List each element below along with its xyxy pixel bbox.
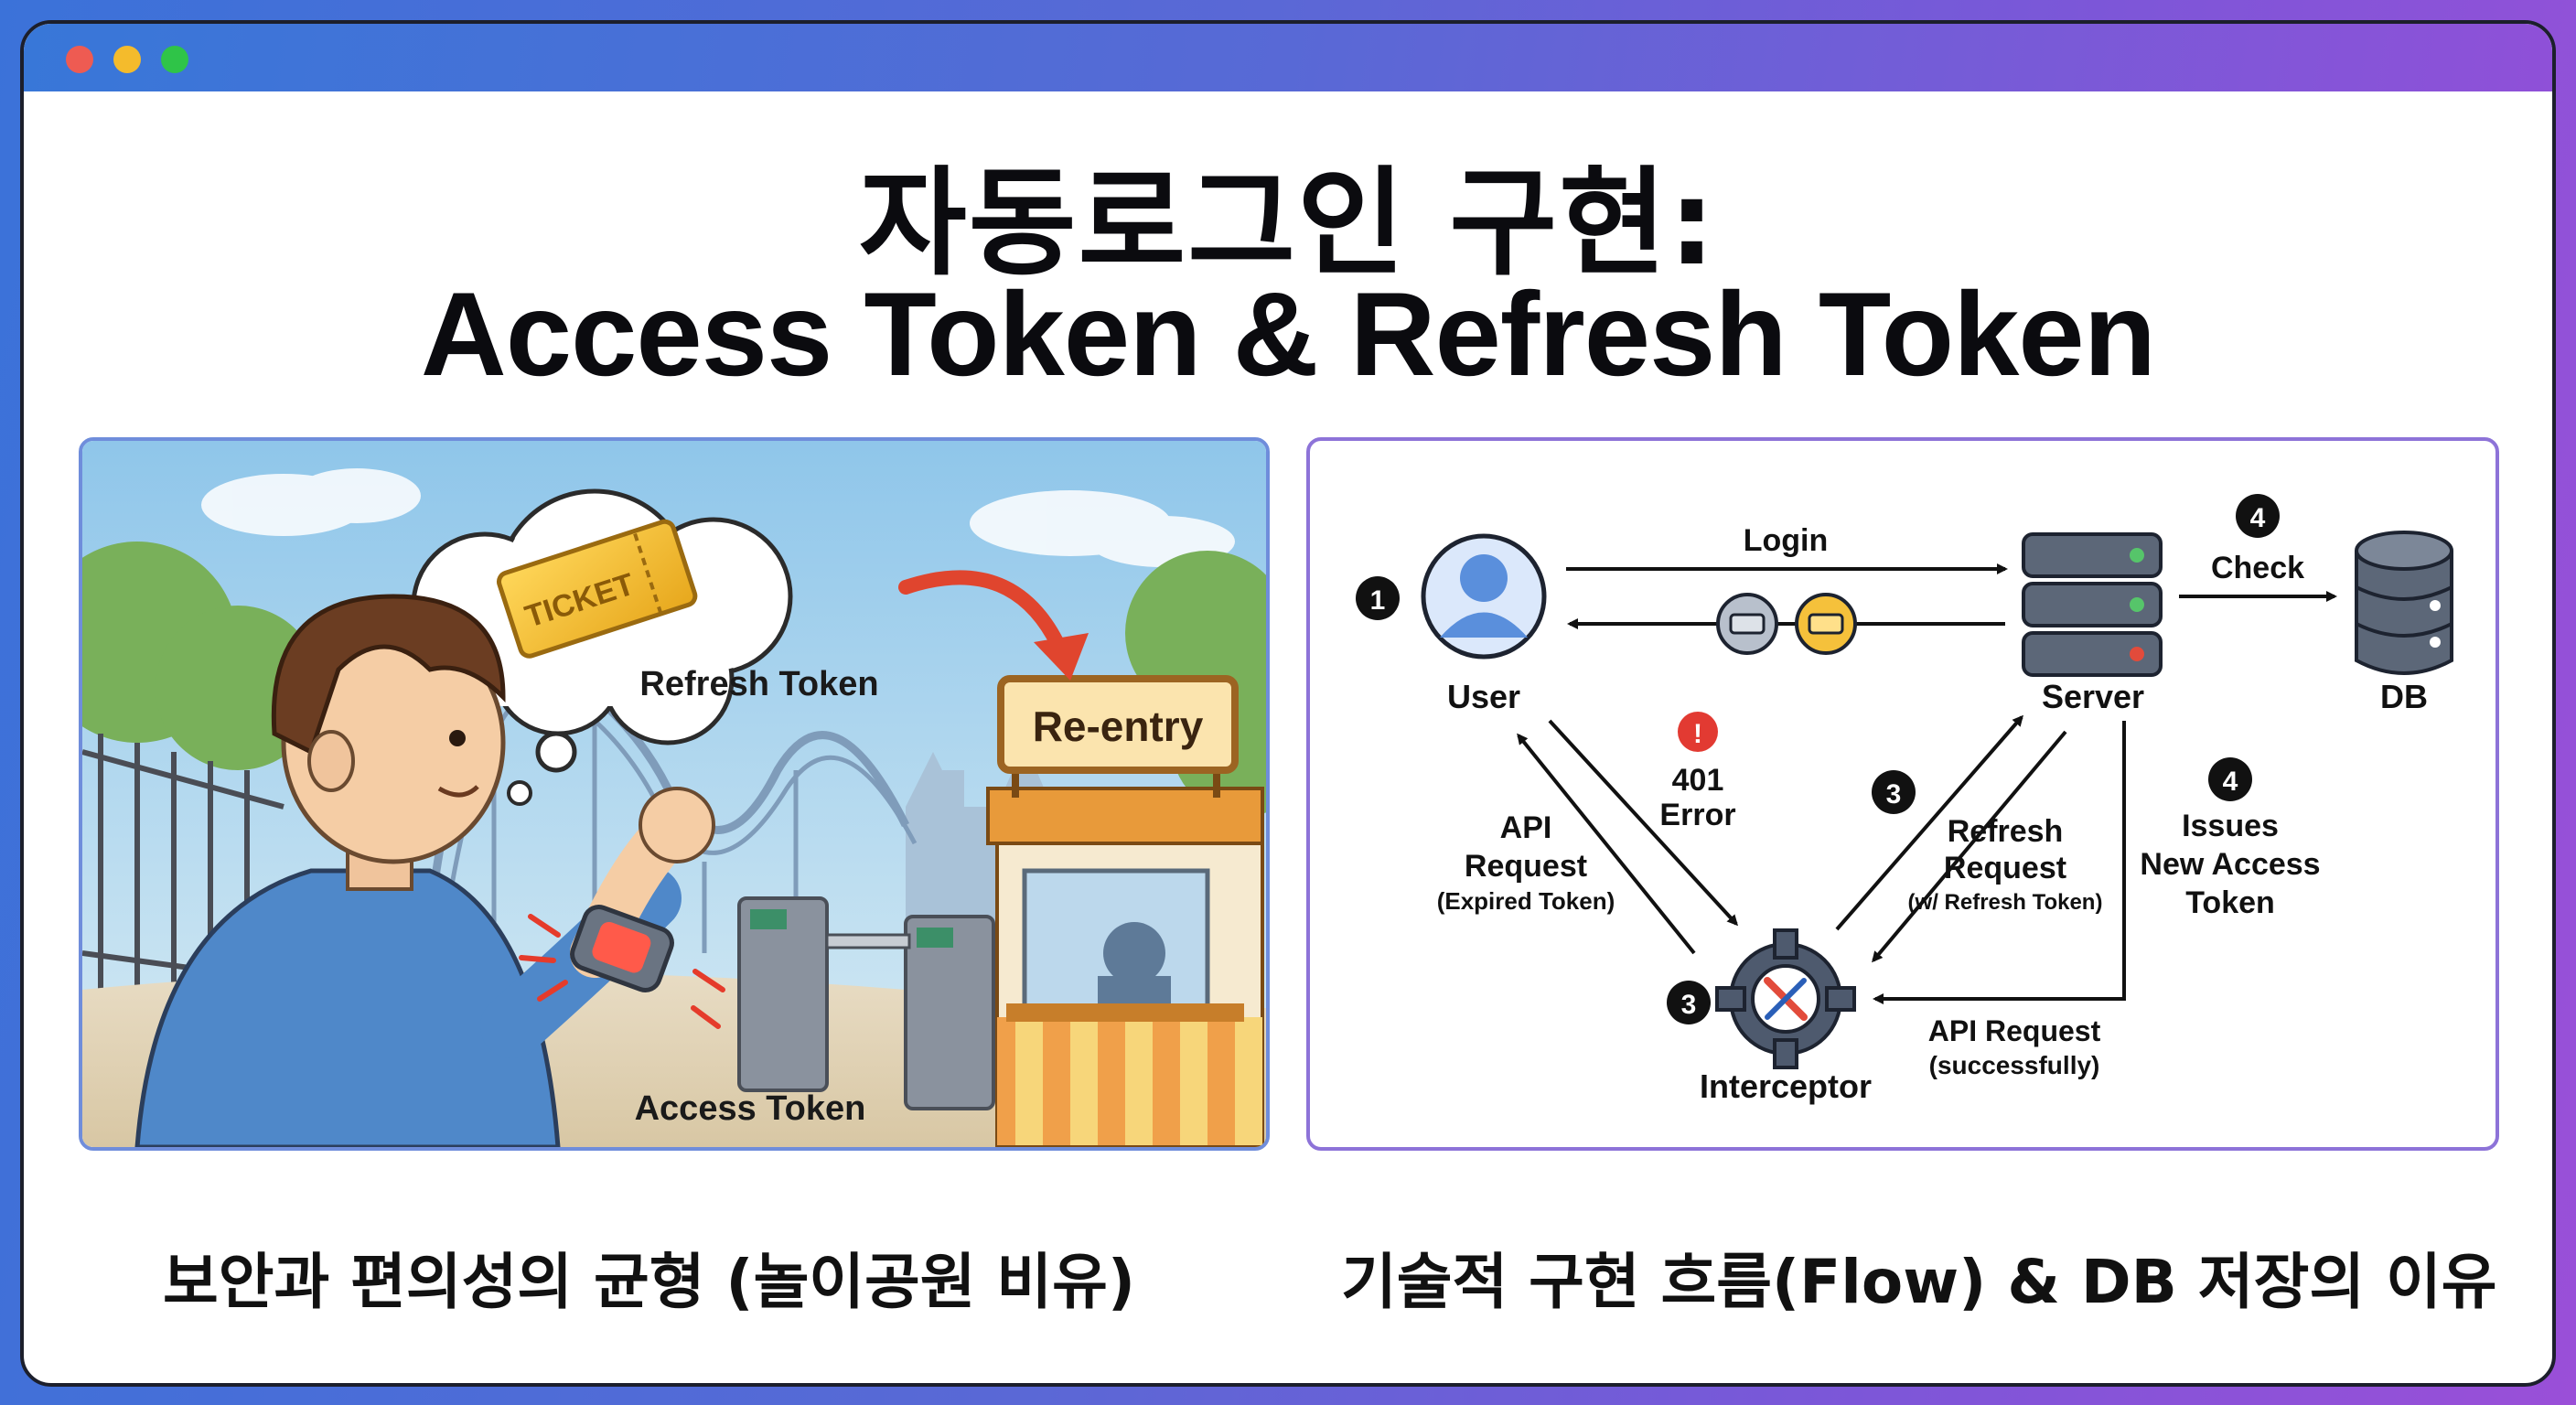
db-label: DB (2380, 678, 2428, 715)
database-icon (2355, 531, 2453, 675)
step-1-number: 1 (1370, 585, 1386, 616)
refresh-label-1: Refresh (1948, 814, 2064, 849)
refresh-response-arrow (1872, 730, 2067, 963)
left-caption: 보안과 편의성의 균형 (놀이공원 비유) (163, 1247, 1136, 1317)
step-3-interceptor-badge (1667, 981, 1711, 1024)
error-code-label: 401 (1672, 763, 1724, 798)
issues-label-1: Issues (2182, 809, 2279, 843)
user-label: User (1447, 678, 1520, 715)
api-success-label-2: (successfully) (1929, 1051, 2100, 1079)
error-alert-icon (1678, 712, 1718, 752)
token-flow-diagram-panel: User 1 Server DB Login (1306, 437, 2499, 1151)
interceptor-label: Interceptor (1700, 1067, 1872, 1105)
re-entry-sign-label: Re-entry (1033, 702, 1204, 750)
title-english: Access Token & Refresh Token (420, 267, 2156, 401)
refresh-request-arrow (1835, 714, 2023, 931)
server-label: Server (2042, 678, 2144, 715)
error-alert-glyph: ! (1693, 719, 1702, 749)
server-icon (2022, 532, 2163, 677)
re-entry-arrow (898, 570, 1068, 659)
error-word-label: Error (1659, 798, 1735, 832)
person-illustration (134, 594, 715, 1147)
step-4-check-badge (2236, 494, 2280, 538)
api-request-sublabel: (Expired Token) (1437, 887, 1615, 915)
ticket-icon (496, 519, 698, 659)
minimize-window-button[interactable] (113, 46, 141, 73)
window-titlebar (24, 24, 2552, 91)
user-node (1421, 533, 1547, 660)
api-success-arrow (1873, 721, 2126, 1004)
title-korean: 자동로그인 구현: (858, 156, 1718, 292)
step-3-interceptor-number: 3 (1681, 990, 1697, 1020)
check-label: Check (2211, 551, 2304, 585)
step-1-badge (1356, 576, 1400, 620)
right-caption: 기술적 구현 흐름(Flow) & DB 저장의 이유 (1341, 1247, 2497, 1317)
interceptor-gear-icon (1715, 928, 1856, 1069)
close-window-button[interactable] (66, 46, 93, 73)
step-4-check-number: 4 (2250, 503, 2266, 533)
step-3-refresh-number: 3 (1886, 779, 1902, 810)
thought-bubble-label: Refresh Token (639, 665, 878, 703)
api-success-label-1: API Request (1928, 1014, 2101, 1047)
amusement-park-illustration: Re-entry (82, 441, 1266, 1147)
step-3-refresh-badge (1872, 770, 1916, 814)
step-4-issues-badge (2208, 757, 2252, 801)
issues-label-3: Token (2185, 885, 2275, 920)
api-request-label-2: Request (1465, 849, 1587, 884)
maximize-window-button[interactable] (161, 46, 188, 73)
token-flow-diagram: User 1 Server DB Login (1356, 494, 2453, 1105)
refresh-sublabel: (w/ Refresh Token) (1908, 890, 2103, 915)
wristband-label: Access Token (635, 1089, 866, 1128)
refresh-label-2: Request (1944, 851, 2066, 885)
step-4-issues-number: 4 (2223, 767, 2238, 797)
token-coins-icon (1716, 593, 1857, 655)
issues-label-2: New Access (2140, 847, 2320, 882)
analogy-illustration-panel: Re-entry (79, 437, 1270, 1151)
error-401-arrow (1548, 719, 1739, 927)
api-request-arrow (1517, 733, 1696, 955)
re-entry-sign (997, 675, 1239, 798)
ticket-booth (986, 787, 1264, 1147)
login-label: Login (1744, 523, 1829, 558)
turnstile-gates (737, 896, 995, 1110)
arrow-head-icon (1034, 633, 1089, 681)
api-request-label-1: API (1500, 810, 1552, 845)
wristband-icon (519, 905, 725, 1029)
